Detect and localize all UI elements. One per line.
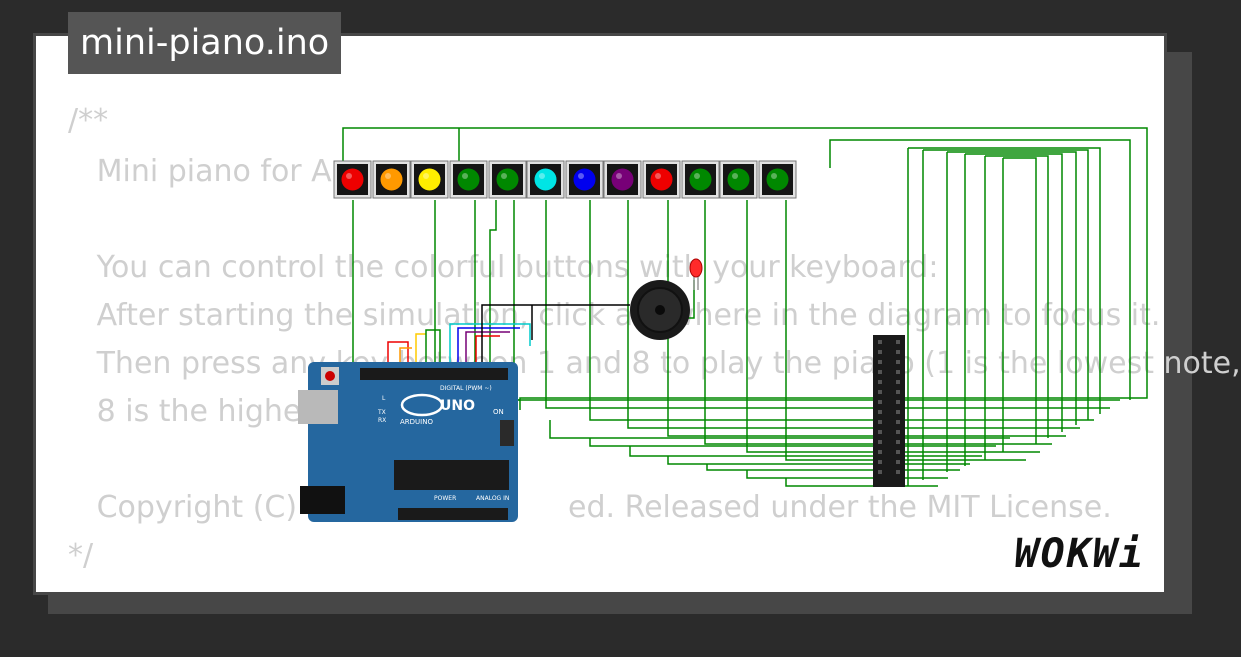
led[interactable] — [689, 258, 703, 290]
code-line: ed. Released under the MIT License. — [568, 490, 1112, 525]
board-model: UNO — [440, 398, 475, 414]
microcontroller-chip — [394, 460, 509, 490]
push-button[interactable] — [488, 160, 527, 199]
on-label: ON — [493, 408, 504, 416]
push-button[interactable] — [410, 160, 449, 199]
push-button[interactable] — [719, 160, 758, 199]
power-label: POWER — [434, 495, 456, 502]
push-button[interactable] — [603, 160, 642, 199]
digital-label: DIGITAL (PWM ~) — [440, 385, 492, 392]
digital-header — [360, 368, 508, 380]
push-buttons[interactable] — [333, 160, 797, 199]
board-brand: ARDUINO — [400, 418, 433, 426]
arduino-logo — [400, 393, 444, 417]
arduino-uno[interactable]: UNO ARDUINO DIGITAL (PWM ~) ANALOG IN PO… — [298, 362, 518, 522]
analog-header — [398, 508, 508, 520]
code-line: You can control the colorful buttons wit… — [68, 250, 939, 285]
push-button[interactable] — [681, 160, 720, 199]
push-button[interactable] — [526, 160, 565, 199]
circuit-diagram[interactable]: UNO ARDUINO DIGITAL (PWM ~) ANALOG IN PO… — [33, 33, 1167, 595]
wokwi-logo: WOKWi — [1014, 531, 1145, 577]
push-button[interactable] — [758, 160, 797, 199]
diagram-card[interactable]: /** Mini piano for A You can control the… — [33, 33, 1241, 595]
push-button[interactable] — [372, 160, 411, 199]
push-button[interactable] — [642, 160, 681, 199]
push-button[interactable] — [449, 160, 488, 199]
signal-wires — [387, 280, 695, 370]
tx-label: TX — [377, 409, 386, 416]
code-line: */ — [68, 538, 94, 573]
pin-header-strip — [873, 335, 905, 487]
usb-port — [298, 390, 338, 424]
rx-label: RX — [378, 417, 386, 424]
push-button[interactable] — [565, 160, 604, 199]
file-title-tab[interactable]: mini-piano.ino — [68, 12, 342, 74]
analog-label: ANALOG IN — [476, 495, 509, 502]
power-jack — [300, 486, 345, 514]
buzzer[interactable] — [630, 280, 690, 340]
code-line: Mini piano for A — [68, 154, 332, 189]
push-button[interactable] — [333, 160, 372, 199]
l-label: L — [382, 395, 386, 402]
code-line: /** — [68, 103, 109, 138]
code-line: 8 is the highest). — [68, 394, 350, 429]
